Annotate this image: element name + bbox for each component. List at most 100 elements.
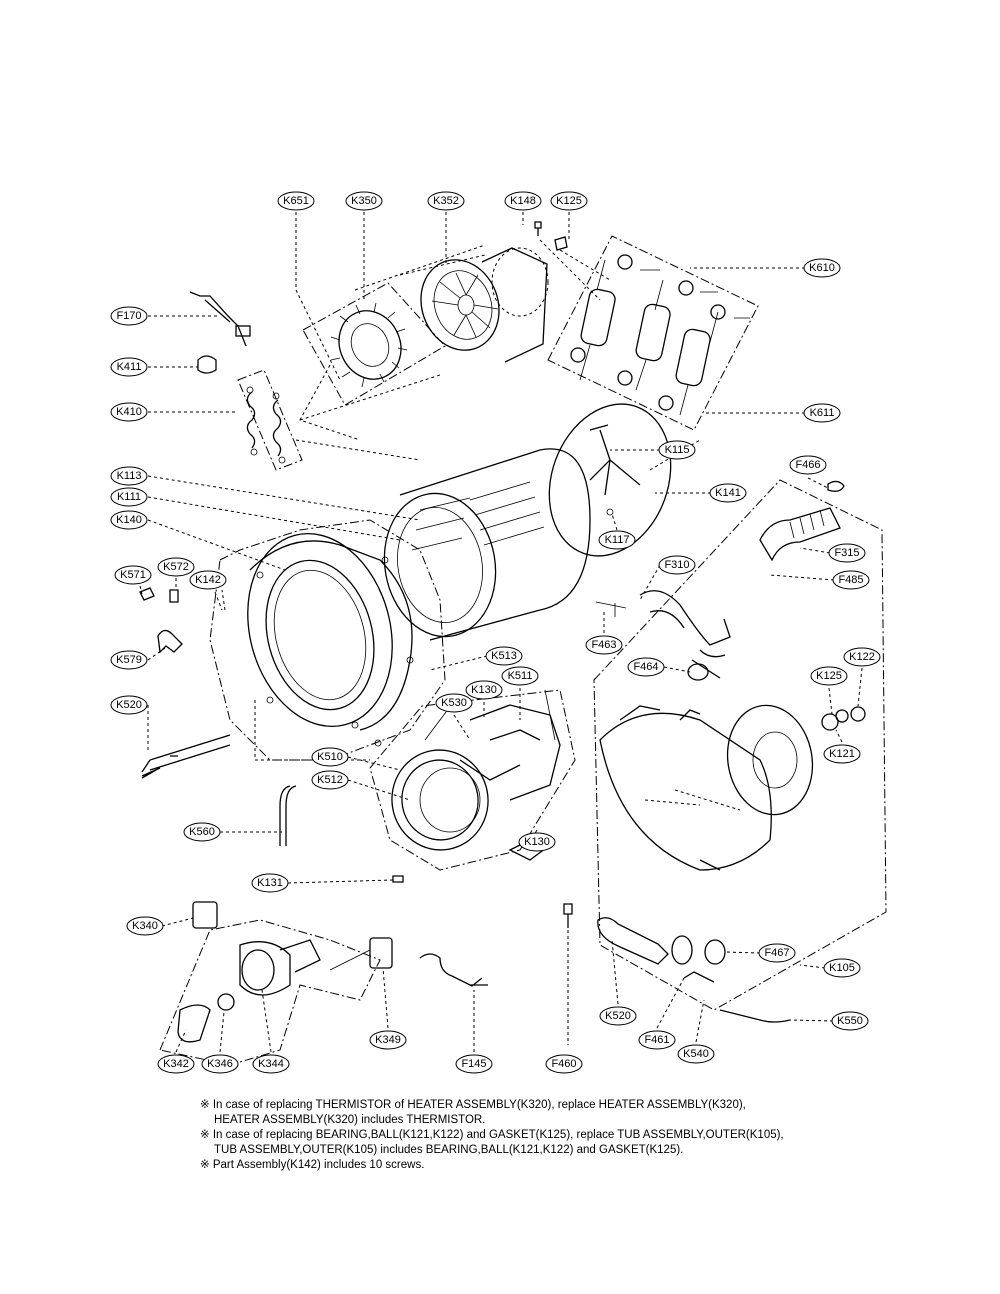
callout-text: K651	[283, 195, 309, 207]
left-small-parts	[189, 291, 441, 471]
callout-k148: K148	[504, 191, 542, 211]
callout-text: K511	[508, 670, 533, 682]
callout-oval	[758, 943, 796, 963]
callout-oval	[504, 191, 542, 211]
inner-drum	[383, 403, 701, 641]
callout-text: K148	[510, 195, 536, 207]
callout-oval	[658, 440, 696, 460]
callout-oval	[189, 570, 227, 590]
callout-f485: F485	[832, 570, 870, 590]
callout-oval	[803, 258, 841, 278]
callout-text: K550	[837, 1015, 863, 1027]
callout-k510: K510	[311, 747, 349, 767]
callout-k344: K344	[252, 1054, 290, 1074]
callout-text: K344	[258, 1058, 284, 1070]
callout-oval	[550, 191, 588, 211]
callout-text: K130	[524, 836, 550, 848]
callout-text: K142	[195, 574, 221, 586]
callout-text: K571	[120, 569, 146, 581]
callout-k572: K572	[157, 557, 195, 577]
callout-k560: K560	[183, 822, 221, 842]
callout-k125: K125	[550, 191, 588, 211]
stator-rotor-assembly	[299, 221, 611, 441]
callout-oval	[518, 832, 556, 852]
callout-oval	[485, 646, 523, 666]
callout-text: F464	[633, 661, 658, 673]
callout-k520: K520	[599, 1006, 637, 1026]
callout-text: F485	[838, 574, 863, 586]
callout-k350: K350	[345, 191, 383, 211]
callout-text: K352	[433, 195, 459, 207]
callout-f145: F145	[455, 1054, 493, 1074]
callout-oval	[599, 1006, 637, 1026]
callout-k610: K610	[803, 258, 841, 278]
callout-f467: F467	[758, 943, 796, 963]
footnotes: ※ In case of replacing THERMISTOR of HEA…	[200, 1098, 960, 1173]
callout-k131: K131	[251, 873, 289, 893]
callout-k142: K142	[189, 570, 227, 590]
callout-k115: K115	[658, 440, 696, 460]
note-bearing-includes: TUB ASSEMBLY,OUTER(K105) includes BEARIN…	[214, 1144, 684, 1156]
callout-oval	[823, 958, 861, 978]
callout-k346: K346	[201, 1054, 239, 1074]
callout-text: K111	[117, 491, 141, 503]
callout-f461: F461	[638, 1030, 676, 1050]
callout-k122: K122	[843, 647, 881, 667]
callout-f466: F466	[789, 455, 827, 475]
callout-k130: K130	[518, 832, 556, 852]
callout-k349: K349	[369, 1030, 407, 1050]
callout-oval	[110, 510, 148, 530]
callout-text: F463	[591, 639, 616, 651]
callout-text: K579	[116, 654, 142, 666]
callout-k342: K342	[157, 1054, 195, 1074]
callout-k410: K410	[110, 402, 148, 422]
note-screws: ※ Part Assembly(K142) includes 10 screws…	[200, 1159, 425, 1171]
callout-oval	[658, 555, 696, 575]
callout-text: K125	[556, 195, 582, 207]
callout-k550: K550	[831, 1011, 869, 1031]
callout-k512: K512	[311, 770, 349, 790]
pump-group	[159, 901, 488, 1066]
callout-k511: K511	[501, 666, 539, 686]
callout-f463: F463	[585, 635, 623, 655]
leader-lines	[139, 212, 863, 1053]
callout-text: K520	[605, 1010, 631, 1022]
callout-oval	[598, 530, 636, 550]
left-side-items	[139, 587, 297, 846]
callout-k340: K340	[126, 916, 164, 936]
callout-text: K113	[117, 470, 142, 482]
callout-text: K105	[829, 962, 855, 974]
callout-k141: K141	[709, 483, 747, 503]
callout-oval	[311, 747, 349, 767]
note-heater: ※ In case of replacing THERMISTOR of HEA…	[200, 1099, 746, 1111]
callout-k540: K540	[677, 1044, 715, 1064]
callout-oval	[110, 357, 148, 377]
callout-oval	[157, 1054, 195, 1074]
callout-text: F145	[461, 1058, 486, 1070]
callout-oval	[183, 822, 221, 842]
note-bearing: ※ In case of replacing BEARING,BALL(K121…	[200, 1129, 784, 1141]
callout-oval	[110, 487, 148, 507]
callout-oval	[465, 680, 503, 700]
callout-k530: K530	[435, 693, 473, 713]
callout-text: K410	[116, 406, 142, 418]
callout-oval	[803, 403, 841, 423]
callout-oval	[251, 873, 289, 893]
callout-oval	[831, 1011, 869, 1031]
callout-text: K117	[605, 534, 630, 546]
callout-k513: K513	[485, 646, 523, 666]
callout-oval	[677, 1044, 715, 1064]
callout-text: K611	[810, 407, 835, 419]
callout-f464: F464	[627, 657, 665, 677]
callout-oval	[789, 455, 827, 475]
callout-oval	[638, 1030, 676, 1050]
callout-oval	[427, 191, 465, 211]
callout-oval	[201, 1054, 239, 1074]
callout-text: K346	[207, 1058, 233, 1070]
callout-f315: F315	[828, 543, 866, 563]
callout-text: K350	[351, 195, 377, 207]
callout-oval	[832, 570, 870, 590]
callout-k130: K130	[465, 680, 503, 700]
callout-k111: K111	[110, 487, 148, 507]
